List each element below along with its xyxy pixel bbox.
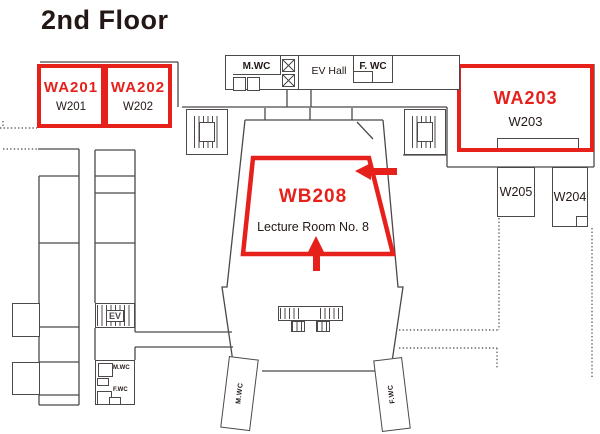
room-wa203-code: WA203: [493, 87, 558, 108]
room-wa203-number: W203: [508, 113, 543, 129]
top-fwc-room: F. WC: [353, 56, 393, 83]
room-w204-label: W204: [553, 190, 587, 204]
room-wb208-code: WB208: [278, 186, 348, 207]
stairs-icon: [280, 308, 300, 319]
left-wing-room: [12, 362, 40, 395]
wc-stall: [233, 77, 246, 91]
room-wb208-outline[interactable]: [240, 155, 396, 257]
left-ev-label: EV: [105, 309, 124, 322]
room-wa201-code: WA201: [43, 79, 99, 96]
stairs-icon: [320, 308, 340, 319]
wc-stall: [109, 397, 121, 405]
arrow-left-icon: [355, 163, 397, 180]
page-title: 2nd Floor: [41, 5, 169, 35]
bottom-fwc-label: F.WC: [387, 384, 397, 405]
stage-steps: [291, 321, 305, 332]
left-wc-block: M.WC F.WC: [95, 360, 135, 405]
wc-stall: [98, 363, 113, 377]
stair-core: [199, 122, 215, 142]
wc-stall: [247, 77, 260, 91]
elevator-icon: [282, 74, 295, 87]
wc-stall: [97, 378, 109, 386]
ev-hall-label: EV Hall: [311, 65, 347, 77]
room-wb208-name: Lecture Room No. 8: [257, 220, 369, 234]
dotted-boundary-lines: [0, 121, 593, 378]
room-wa201[interactable]: WA201 W201: [37, 64, 105, 128]
left-mwc-label: M.WC: [113, 365, 130, 371]
room-w204: W204: [552, 167, 588, 227]
w204-closet: [576, 216, 588, 227]
wc-stall: [354, 71, 373, 83]
room-wa202[interactable]: WA202 W202: [104, 64, 172, 128]
bottom-mwc-label: M.WC: [234, 382, 245, 405]
top-mwc-label: M.WC: [242, 61, 271, 72]
stage-steps: [316, 321, 330, 332]
elevator-icon: [282, 59, 295, 72]
top-corridor: M.WC EV Hall F. WC: [225, 55, 460, 91]
room-wa202-code: WA202: [110, 79, 166, 96]
top-mwc-room: M.WC: [233, 56, 281, 75]
stair-core: [417, 122, 433, 142]
room-wa201-number: W201: [55, 101, 87, 113]
room-w205-label: W205: [499, 185, 533, 199]
left-ev-block: EV: [95, 303, 135, 328]
top-fwc-label: F. WC: [359, 61, 387, 72]
stairs-right: [404, 109, 446, 155]
stage-block: [278, 306, 343, 321]
room-wa202-number: W202: [122, 101, 154, 113]
left-wing-room: [12, 303, 40, 337]
room-wa203[interactable]: WA203 W203: [457, 64, 594, 152]
wall-divider: [298, 56, 299, 89]
wa203-door-notch: [497, 138, 579, 148]
room-w205: W205: [497, 167, 535, 217]
arrow-up-icon: [308, 236, 324, 271]
stairs-left: [186, 109, 228, 155]
left-fwc-label: F.WC: [113, 387, 128, 393]
